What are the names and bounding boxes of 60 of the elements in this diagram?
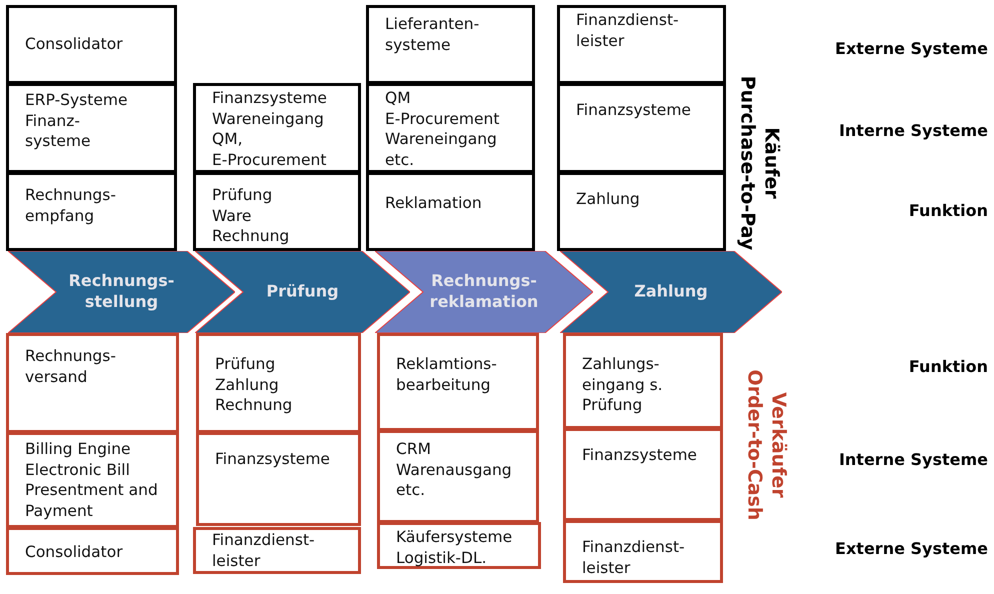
box-text: Käufersysteme Logistik-DL.	[396, 527, 514, 568]
box-text: Finanzdienst- leister	[576, 10, 680, 52]
box-text: Rechnungs- empfang	[25, 185, 117, 226]
box-text: Billing Engine Electronic Bill Presentment and Payment	[25, 439, 159, 522]
seller-system-box	[6, 333, 179, 433]
buyer-system-box	[6, 5, 177, 84]
box-text: Consolidator	[25, 34, 123, 55]
row-label: Interne Systeme	[838, 121, 988, 140]
row-label: Funktion	[908, 357, 988, 376]
side-label: Verkäufer	[766, 392, 790, 498]
chevron-label: Rechnungs- reklamation	[428, 271, 540, 313]
buyer-system-box	[557, 5, 726, 84]
seller-system-box	[563, 333, 723, 429]
chevron-label: Prüfung	[265, 282, 340, 302]
box-text: ERP-Systeme Finanz- systeme	[25, 90, 128, 152]
row-label: Interne Systeme	[838, 450, 988, 469]
row-label: Externe Systeme	[835, 39, 988, 58]
box-text: Prüfung Ware Rechnung	[212, 185, 290, 247]
chevron-label: Zahlung	[633, 282, 709, 302]
seller-system-box	[6, 432, 179, 528]
buyer-system-box	[557, 172, 726, 251]
seller-system-box	[196, 432, 361, 526]
buyer-system-box	[366, 172, 535, 251]
buyer-system-box	[193, 83, 361, 173]
buyer-system-box	[366, 5, 535, 84]
box-text: Reklamtions- bearbeitung	[396, 354, 498, 396]
box-text: Reklamation	[385, 193, 482, 214]
side-label: Purchase-to-Pay	[736, 76, 758, 250]
seller-system-box	[377, 522, 541, 569]
seller-system-box	[377, 430, 539, 523]
box-text: Finanzsysteme	[215, 449, 330, 470]
box-text: Finanzsysteme	[576, 100, 691, 121]
box-text: QM E-Procurement Wareneingang etc.	[385, 88, 500, 170]
seller-system-box	[6, 527, 179, 575]
buyer-system-box	[193, 172, 361, 251]
buyer-system-box	[557, 83, 726, 173]
side-label: Order-to-Cash	[742, 370, 766, 520]
seller-system-box	[563, 428, 723, 521]
side-label: Käufer	[760, 127, 782, 199]
box-text: Lieferanten- systeme	[385, 14, 480, 56]
box-text: Rechnungs- versand	[25, 346, 117, 388]
buyer-system-box	[366, 83, 535, 173]
seller-system-box	[193, 527, 361, 574]
chevron-label: Rechnungs- stellung	[68, 271, 176, 313]
seller-system-box	[377, 333, 539, 431]
seller-system-box	[196, 333, 361, 433]
box-text: Finanzsysteme	[582, 445, 697, 466]
box-text: Prüfung Zahlung Rechnung	[215, 354, 294, 416]
buyer-system-box	[6, 172, 177, 251]
box-text: Zahlungs- eingang s. Prüfung	[582, 354, 664, 416]
box-text: CRM Warenausgang etc.	[396, 439, 513, 501]
box-text: Finanzdienst- leister	[582, 537, 686, 578]
box-text: Finanzsysteme Wareneingang QM, E-Procurement	[212, 88, 328, 170]
row-label: Funktion	[908, 201, 988, 220]
box-text: Finanzdienst- leister	[212, 530, 316, 572]
box-text: Consolidator	[25, 542, 123, 563]
row-label: Externe Systeme	[835, 539, 988, 558]
seller-system-box	[563, 520, 723, 583]
box-text: Zahlung	[576, 189, 640, 210]
buyer-system-box	[6, 83, 177, 173]
